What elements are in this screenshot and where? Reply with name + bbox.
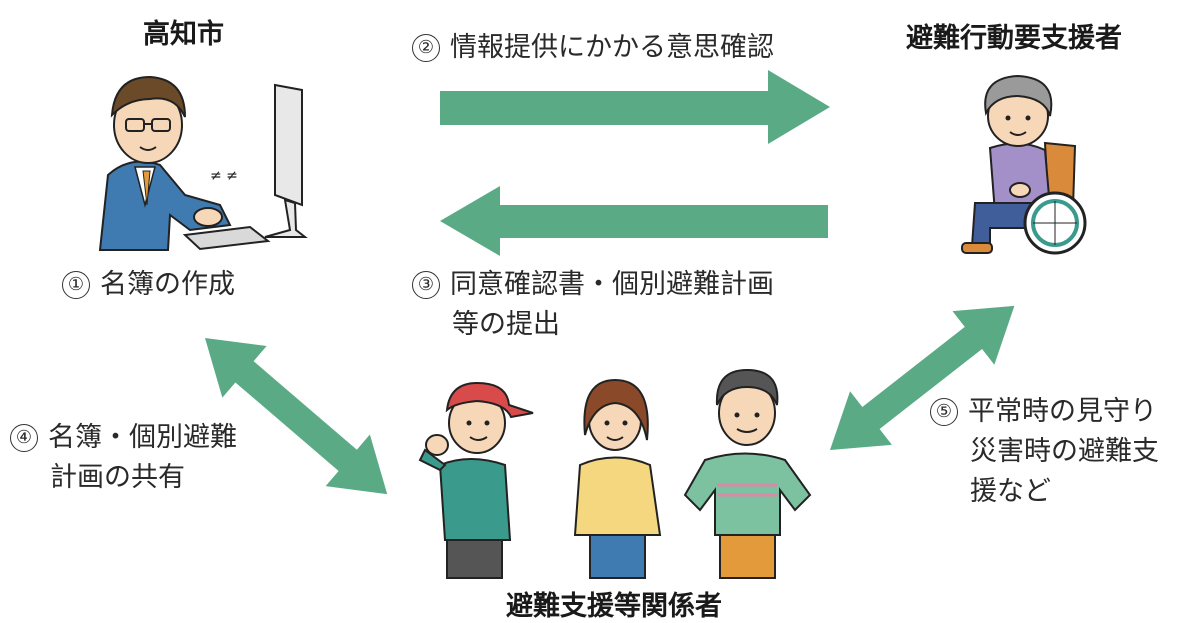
elderly-wheelchair-illustration [961,74,1087,255]
node-title-requester: 避難行動要支援者 [906,23,1122,54]
step3-number: ③ [412,271,440,299]
step3-caption: ③ 同意確認書・個別避難計画 等の提出 [412,265,774,345]
step5-number: ⑤ [930,398,958,426]
node-title-city: 高知市 [143,19,224,50]
step1-caption: ① 名簿の作成 [62,265,235,305]
three-supporters-illustration [418,368,812,579]
step2-caption: ② 情報提供にかかる意思確認 [412,28,774,68]
step5-line1: 平常時の見守り [968,396,1157,427]
office-worker-illustration: ≠ ≠ [98,75,308,251]
step5-line2: 災害時の避難支 [970,436,1159,467]
step3-line2: 等の提出 [452,309,560,340]
step4-number: ④ [10,424,38,452]
step1-number: ① [62,271,90,299]
step5-line3: 援など [970,476,1051,507]
step4-line1: 名簿・個別避難 [48,422,237,453]
step1-line1: 名簿の作成 [100,269,235,300]
step3-line1: 同意確認書・個別避難計画 [450,269,774,300]
arrow-double-step4 [205,338,388,495]
svg-text:≠ ≠: ≠ ≠ [210,168,238,184]
step4-caption: ④ 名簿・個別避難 計画の共有 [10,418,237,498]
arrow-right-step2 [440,70,830,144]
step4-line2: 計画の共有 [50,462,185,493]
step2-line1: 情報提供にかかる意思確認 [450,32,774,63]
arrow-double-step5 [830,305,1015,450]
step5-caption: ⑤ 平常時の見守り 災害時の避難支 援など [930,392,1159,512]
step2-number: ② [412,34,440,62]
arrow-left-step3 [440,186,828,256]
node-title-supporters: 避難支援等関係者 [506,591,722,622]
